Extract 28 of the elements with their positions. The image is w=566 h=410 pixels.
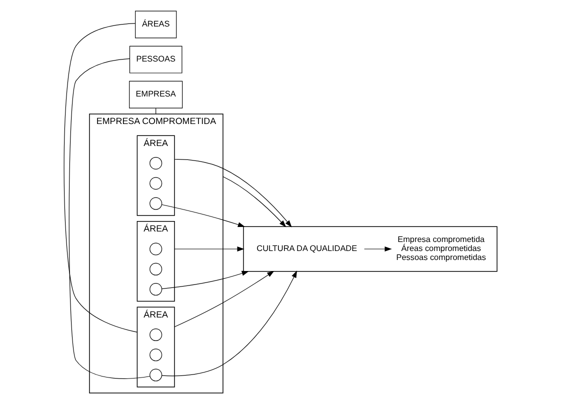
cluster	[242, 226, 497, 272]
arrow	[174, 159, 292, 228]
node-circle	[149, 156, 162, 170]
node-text: Empresa comprometida Áreas comprometidas Pessoas comprometidas	[396, 235, 486, 262]
cluster: ÁREA	[136, 306, 174, 388]
arrow	[174, 246, 244, 252]
arrow	[161, 270, 248, 290]
cluster: ÁREA	[136, 135, 174, 216]
arrow	[161, 204, 245, 228]
node-circle	[149, 283, 162, 296]
connector	[63, 23, 138, 332]
node-circle	[149, 177, 162, 190]
node-box: PESSOAS	[128, 46, 182, 74]
arrow	[161, 270, 297, 376]
node-box: EMPRESA	[128, 80, 182, 108]
arrow	[364, 246, 392, 252]
node-box: ÁREAS	[134, 10, 176, 38]
connector	[68, 58, 150, 379]
cluster: ÁREA	[136, 221, 174, 302]
node-circle	[149, 242, 162, 256]
node-circle	[149, 368, 162, 382]
arrow	[174, 270, 274, 328]
node-circle	[149, 348, 162, 362]
node-circle	[149, 262, 162, 276]
node-circle	[149, 328, 162, 342]
arrow	[222, 176, 286, 228]
node-circle	[149, 197, 162, 210]
node-text: CULTURA DA QUALIDADE	[256, 244, 357, 254]
